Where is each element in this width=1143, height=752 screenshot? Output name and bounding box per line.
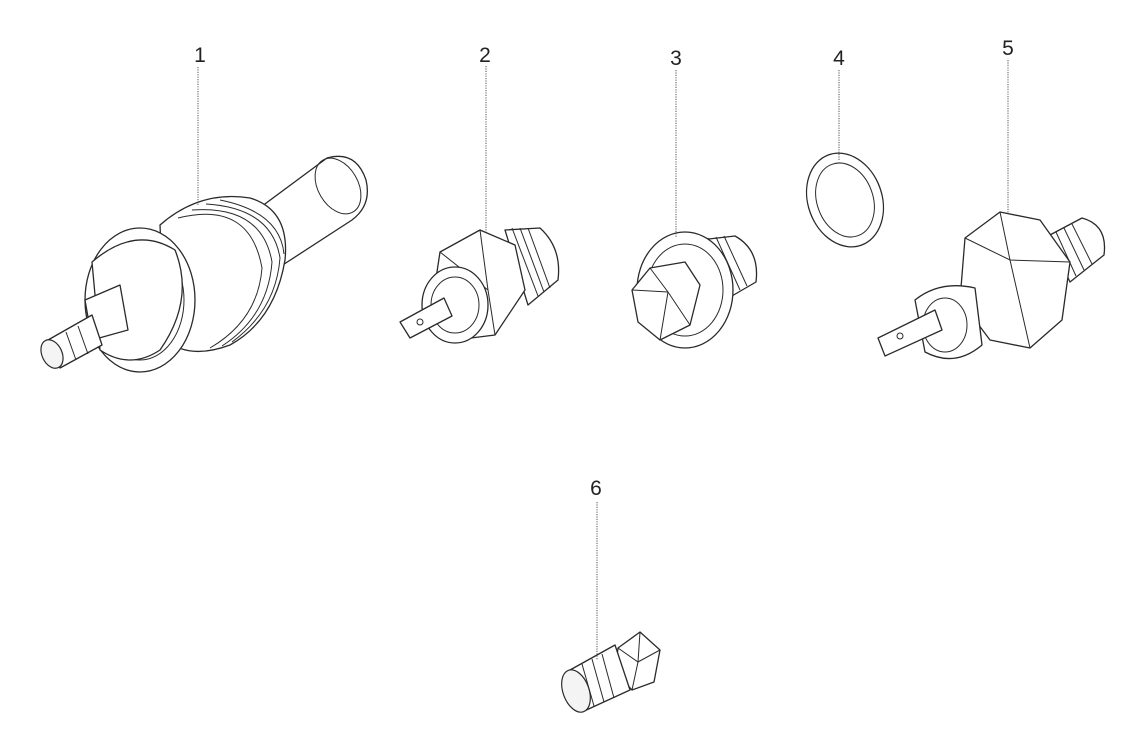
callout-4: 4 <box>833 47 845 70</box>
callout-3: 3 <box>670 47 682 70</box>
part-2-sender-switch <box>399 227 560 344</box>
callout-5: 5 <box>1002 37 1014 60</box>
part-5-pressure-switch <box>877 211 1106 360</box>
part-3-hex-plug <box>631 231 758 349</box>
callout-1: 1 <box>194 44 206 67</box>
callout-6: 6 <box>590 477 602 500</box>
part-4-sealing-washer <box>805 152 885 248</box>
callout-2: 2 <box>479 44 491 67</box>
part-1-temperature-sender <box>40 155 369 373</box>
part-6-plug-screw <box>561 631 661 713</box>
